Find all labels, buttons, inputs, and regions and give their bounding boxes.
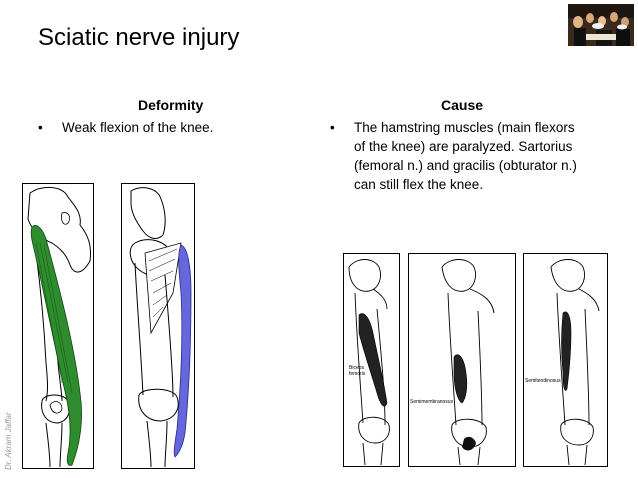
gracilis-diagram xyxy=(121,183,195,469)
biceps-femoris-diagram: Biceps femoris xyxy=(343,253,400,467)
deformity-heading: Deformity xyxy=(138,97,204,113)
semimembranosus-label: Semimembranosus xyxy=(410,399,454,405)
cause-bullet-item: • The hamstring muscles (main flexors of… xyxy=(330,118,630,198)
slide-title: Sciatic nerve injury xyxy=(38,24,240,51)
sartorius-diagram xyxy=(22,183,94,469)
semimembranosus-diagram: Semimembranosus xyxy=(408,253,516,467)
header-painting-image xyxy=(568,4,634,46)
bullet-marker: • xyxy=(38,120,43,135)
semitendinosus-diagram: Semitendinosus xyxy=(523,253,608,467)
author-credit: Dr. Akram Jaffar xyxy=(4,412,13,470)
cause-line: can still flex the knee. xyxy=(354,177,484,192)
cause-line: The hamstring muscles (main flexors xyxy=(354,120,575,135)
semitendinosus-label: Semitendinosus xyxy=(525,378,561,384)
biceps-label-line1: Biceps xyxy=(349,365,365,371)
cause-heading: Cause xyxy=(441,97,484,113)
gracilis-muscle xyxy=(173,244,192,458)
biceps-label-line2: femoris xyxy=(349,371,366,377)
cause-text: The hamstring muscles (main flexors of t… xyxy=(354,118,577,194)
deformity-text: Weak flexion of the knee. xyxy=(62,120,214,135)
deformity-bullet-item: • Weak flexion of the knee. xyxy=(38,118,278,138)
bullet-marker: • xyxy=(330,120,335,135)
cause-line: (femoral n.) and gracilis (obturator n.) xyxy=(354,158,577,173)
cause-line: of the knee) are paralyzed. Sartorius xyxy=(354,139,573,154)
